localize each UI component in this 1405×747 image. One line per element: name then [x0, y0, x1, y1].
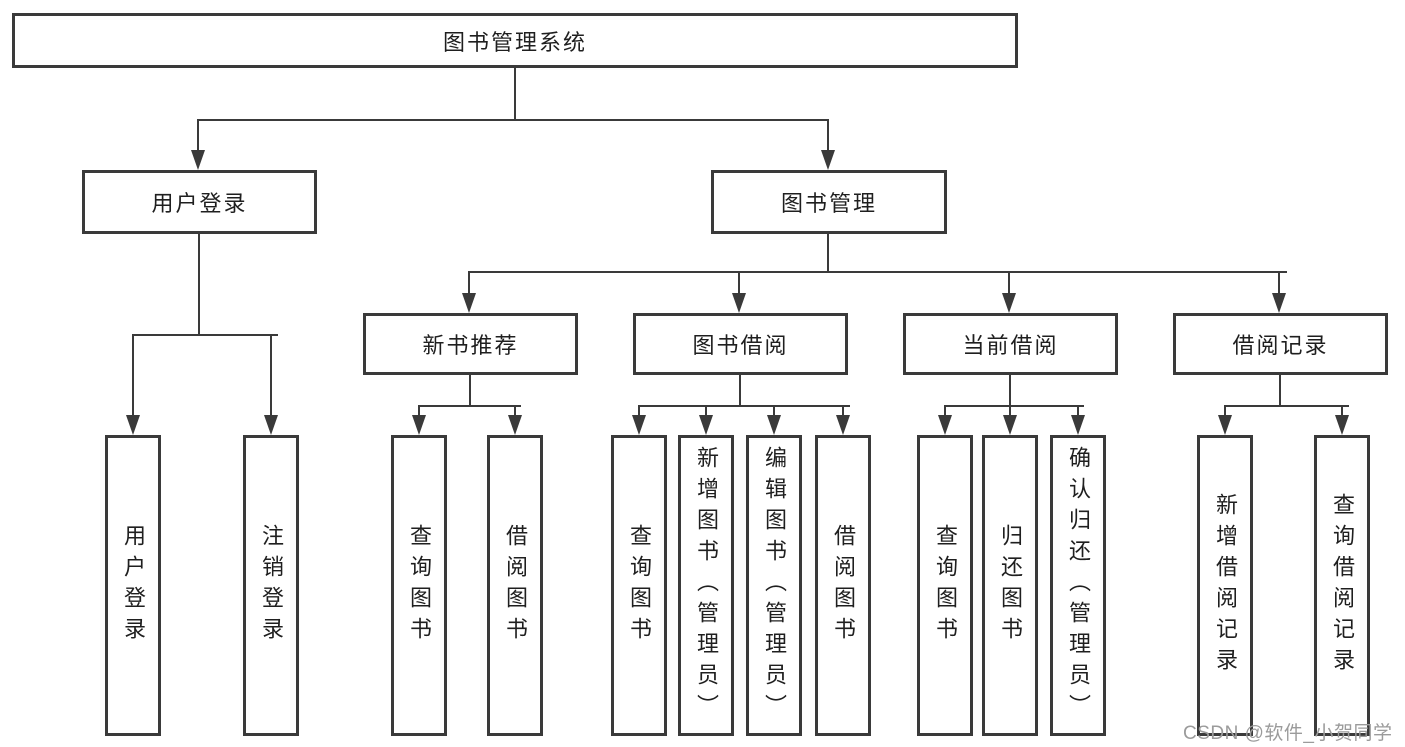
arrowhead-icon — [632, 415, 646, 435]
arrowhead-icon — [938, 415, 952, 435]
leaf-confirm-return-label: 确认归还（管理员） — [1066, 446, 1091, 725]
connector-line — [514, 68, 516, 120]
connector-line — [1077, 405, 1079, 417]
arrowhead-icon — [836, 415, 850, 435]
leaf-query-book-2: 查询图书 — [611, 435, 667, 736]
node-book-borrow: 图书借阅 — [633, 313, 848, 375]
connector-line — [638, 405, 640, 417]
connector-line — [469, 375, 471, 406]
connector-line — [1224, 405, 1349, 407]
connector-line — [1341, 405, 1343, 417]
arrowhead-icon — [412, 415, 426, 435]
arrowhead-icon — [1003, 415, 1017, 435]
node-borrow-record: 借阅记录 — [1173, 313, 1388, 375]
leaf-query-book-1: 查询图书 — [391, 435, 447, 736]
connector-line — [469, 271, 1287, 273]
arrowhead-icon — [699, 415, 713, 435]
connector-line — [418, 405, 420, 417]
node-user-login: 用户登录 — [82, 170, 317, 234]
node-user-login-label: 用户登录 — [151, 191, 248, 216]
leaf-borrow-book-2-label: 借阅图书 — [831, 523, 856, 648]
leaf-add-borrow-record-label: 新增借阅记录 — [1213, 492, 1238, 679]
connector-line — [197, 119, 829, 121]
leaf-add-book: 新增图书（管理员） — [678, 435, 734, 736]
node-borrow-record-label: 借阅记录 — [1232, 333, 1329, 358]
arrowhead-icon — [126, 415, 140, 435]
leaf-query-book-1-label: 查询图书 — [407, 523, 432, 648]
connector-line — [739, 375, 741, 406]
connector-line — [132, 334, 134, 417]
connector-line — [1279, 375, 1281, 406]
connector-line — [1224, 405, 1226, 417]
leaf-borrow-book-1: 借阅图书 — [487, 435, 543, 736]
arrowhead-icon — [1071, 415, 1085, 435]
leaf-logout-label: 注销登录 — [259, 523, 284, 648]
leaf-borrow-book-2: 借阅图书 — [815, 435, 871, 736]
connector-line — [270, 334, 272, 417]
connector-line — [1009, 405, 1011, 417]
leaf-query-book-3: 查询图书 — [917, 435, 973, 736]
connector-line — [1008, 271, 1010, 295]
node-new-book-recommend-label: 新书推荐 — [422, 333, 519, 358]
connector-line — [197, 119, 199, 152]
leaf-query-book-2-label: 查询图书 — [627, 523, 652, 648]
node-book-management-label: 图书管理 — [780, 191, 877, 216]
node-root: 图书管理系统 — [12, 13, 1018, 68]
arrowhead-icon — [821, 150, 835, 170]
connector-line — [827, 234, 829, 272]
arrowhead-icon — [732, 293, 746, 313]
connector-line — [1009, 375, 1011, 406]
arrowhead-icon — [1272, 293, 1286, 313]
node-book-management: 图书管理 — [711, 170, 947, 234]
connector-line — [827, 119, 829, 152]
leaf-add-borrow-record: 新增借阅记录 — [1197, 435, 1253, 736]
leaf-logout: 注销登录 — [243, 435, 299, 736]
leaf-query-borrow-record-label: 查询借阅记录 — [1330, 492, 1355, 679]
connector-line — [705, 405, 707, 417]
arrowhead-icon — [508, 415, 522, 435]
connector-line — [1278, 271, 1280, 295]
arrowhead-icon — [1335, 415, 1349, 435]
connector-line — [418, 405, 521, 407]
leaf-add-book-label: 新增图书（管理员） — [694, 446, 719, 725]
leaf-return-book-label: 归还图书 — [998, 523, 1023, 648]
arrowhead-icon — [264, 415, 278, 435]
connector-line — [773, 405, 775, 417]
leaf-edit-book: 编辑图书（管理员） — [746, 435, 802, 736]
leaf-query-book-3-label: 查询图书 — [933, 523, 958, 648]
connector-line — [944, 405, 1084, 407]
node-book-borrow-label: 图书借阅 — [692, 333, 789, 358]
arrowhead-icon — [191, 150, 205, 170]
node-current-borrow-label: 当前借阅 — [962, 333, 1059, 358]
node-root-label: 图书管理系统 — [442, 29, 587, 55]
connector-line — [198, 234, 200, 335]
arrowhead-icon — [1002, 293, 1016, 313]
connector-line — [738, 271, 740, 295]
leaf-edit-book-label: 编辑图书（管理员） — [762, 446, 787, 725]
leaf-borrow-book-1-label: 借阅图书 — [503, 523, 528, 648]
arrowhead-icon — [462, 293, 476, 313]
node-new-book-recommend: 新书推荐 — [363, 313, 578, 375]
connector-line — [638, 405, 850, 407]
leaf-user-login: 用户登录 — [105, 435, 161, 736]
leaf-query-borrow-record: 查询借阅记录 — [1314, 435, 1370, 736]
connector-line — [468, 271, 470, 295]
leaf-return-book: 归还图书 — [982, 435, 1038, 736]
connector-line — [842, 405, 844, 417]
connector-line — [514, 405, 516, 417]
csdn-watermark: CSDN @软件_小贺同学 — [1183, 723, 1393, 744]
arrowhead-icon — [767, 415, 781, 435]
connector-line — [944, 405, 946, 417]
leaf-user-login-label: 用户登录 — [121, 523, 146, 648]
leaf-confirm-return: 确认归还（管理员） — [1050, 435, 1106, 736]
arrowhead-icon — [1218, 415, 1232, 435]
node-current-borrow: 当前借阅 — [903, 313, 1118, 375]
connector-line — [132, 334, 278, 336]
